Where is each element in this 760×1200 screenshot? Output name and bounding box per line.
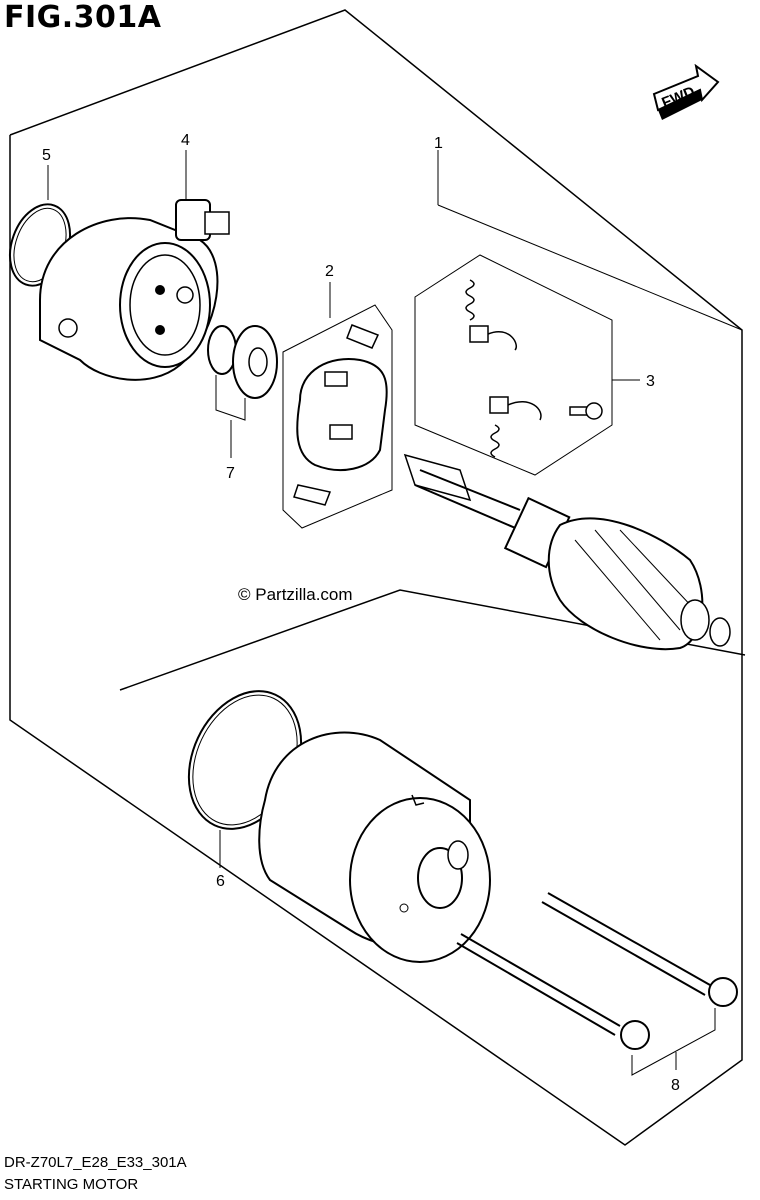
motor-case <box>258 731 491 963</box>
figure-name: STARTING MOTOR <box>4 1176 139 1193</box>
callout-6: 6 <box>216 873 225 890</box>
callout-7: 7 <box>226 465 235 482</box>
fwd-arrow-icon: FWD <box>652 64 720 120</box>
assembly-frame <box>9 9 743 1146</box>
figure-title: FIG.301A <box>4 0 162 35</box>
bolt-set-8 <box>456 892 738 1076</box>
washer-set-7 <box>207 325 278 458</box>
callout-8: 8 <box>671 1077 680 1094</box>
callout-2: 2 <box>325 263 334 280</box>
watermark: © Partzilla.com <box>238 585 353 604</box>
armature <box>403 453 731 651</box>
callout-1: 1 <box>434 135 443 152</box>
end-cover-4 <box>39 150 230 381</box>
brush-set-3 <box>414 254 640 476</box>
callout-4: 4 <box>181 132 190 149</box>
figure-code: DR-Z70L7_E28_E33_301A <box>4 1154 187 1171</box>
callout-3: 3 <box>646 373 655 390</box>
brush-holder-2 <box>282 282 393 529</box>
callout-5: 5 <box>42 147 51 164</box>
